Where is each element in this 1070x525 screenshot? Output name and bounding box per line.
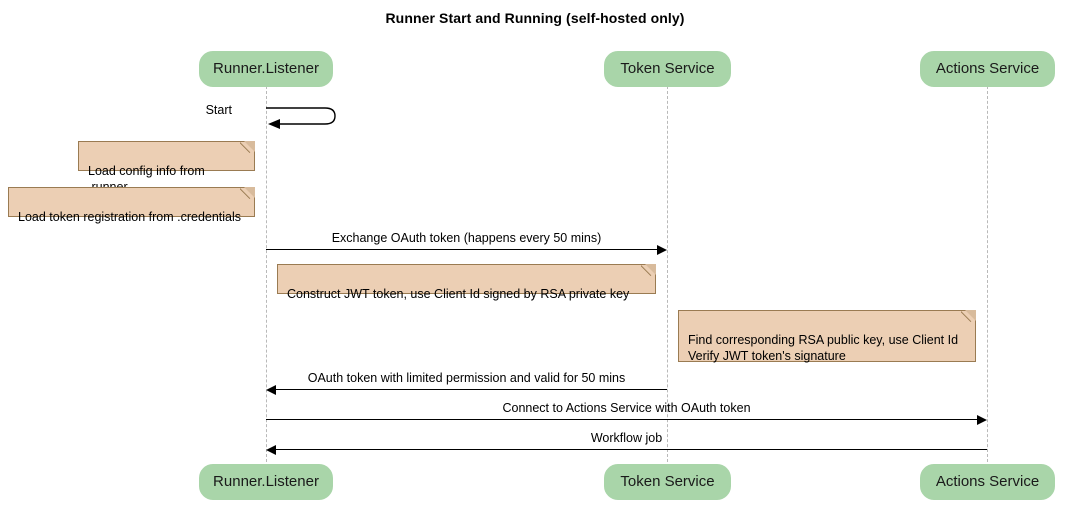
message-connect-actions-label: Connect to Actions Service with OAuth to… bbox=[502, 401, 751, 415]
note-fold-line-icon bbox=[240, 187, 255, 202]
participant-runner-bottom[interactable]: Runner.Listener bbox=[199, 464, 333, 500]
note-load-config: Load config info from .runner bbox=[78, 141, 255, 194]
participant-actions-bottom[interactable]: Actions Service bbox=[920, 464, 1055, 500]
note-fold-line-icon bbox=[961, 310, 976, 325]
arrow-head-left-icon bbox=[266, 384, 276, 395]
note-fold-line-icon bbox=[240, 141, 255, 156]
note-construct-jwt-text: Construct JWT token, use Client Id signe… bbox=[287, 287, 630, 301]
participant-token-top[interactable]: Token Service bbox=[604, 51, 731, 87]
arrow-head-right-icon bbox=[977, 414, 987, 425]
message-line bbox=[276, 389, 667, 390]
lifeline-runner bbox=[266, 86, 267, 462]
note-load-token-text: Load token registration from .credential… bbox=[18, 210, 242, 224]
note-verify-jwt-text: Find corresponding RSA public key, use C… bbox=[688, 333, 959, 363]
note-verify-jwt: Find corresponding RSA public key, use C… bbox=[678, 310, 976, 363]
message-line bbox=[266, 419, 977, 420]
participant-token-bottom[interactable]: Token Service bbox=[604, 464, 731, 500]
arrow-head-right-icon bbox=[657, 244, 667, 255]
message-line bbox=[266, 249, 657, 250]
self-message-start-label: Start bbox=[205, 103, 232, 117]
page-title: Runner Start and Running (self-hosted on… bbox=[385, 10, 685, 26]
participant-runner-top[interactable]: Runner.Listener bbox=[199, 51, 333, 87]
note-construct-jwt: Construct JWT token, use Client Id signe… bbox=[277, 264, 656, 301]
note-load-token: Load token registration from .credential… bbox=[8, 187, 255, 224]
participant-actions-top[interactable]: Actions Service bbox=[920, 51, 1055, 87]
lifeline-actions bbox=[987, 86, 988, 462]
lifeline-token bbox=[667, 86, 668, 462]
self-message-start-arrow bbox=[266, 107, 336, 129]
message-line bbox=[276, 449, 987, 450]
message-oauth-return-label: OAuth token with limited permission and … bbox=[307, 371, 626, 385]
message-workflow-job-label: Workflow job bbox=[590, 431, 663, 445]
arrow-head-left-icon bbox=[266, 444, 276, 455]
note-fold-line-icon bbox=[641, 264, 656, 279]
message-exchange-oauth-label: Exchange OAuth token (happens every 50 m… bbox=[331, 231, 602, 245]
